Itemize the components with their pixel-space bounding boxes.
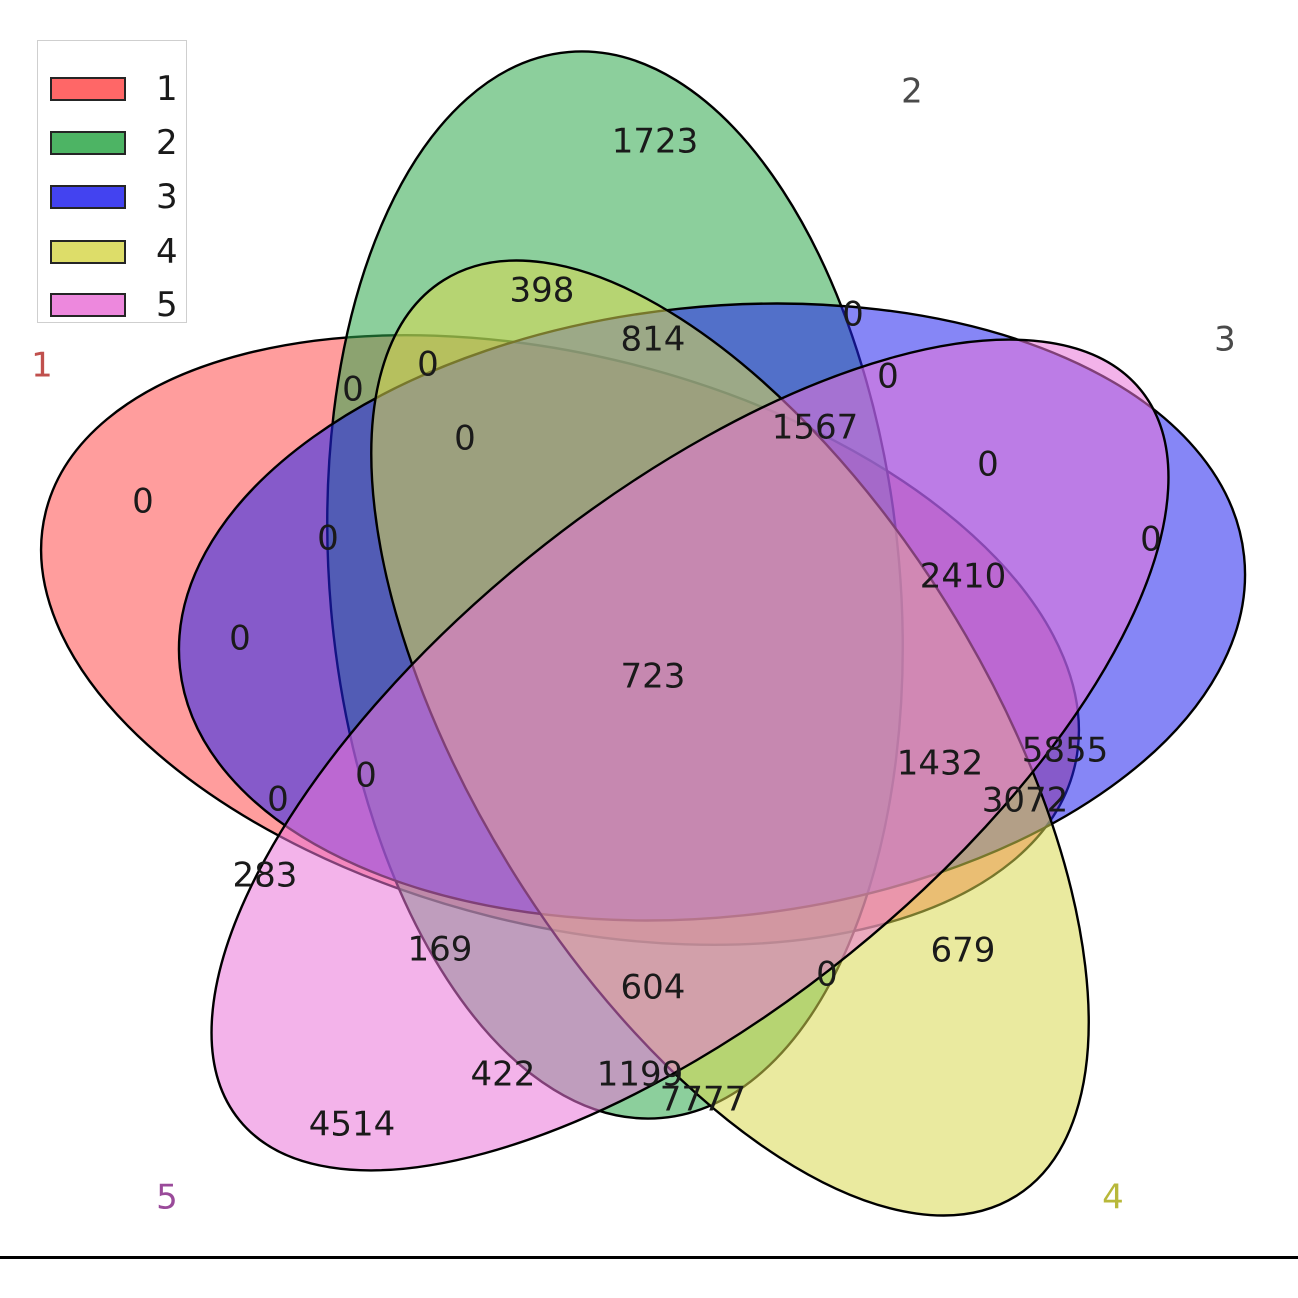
- region-count: 422: [471, 1055, 536, 1095]
- legend-label: 2: [156, 123, 178, 163]
- region-count: 1432: [897, 744, 984, 784]
- legend-swatch: [50, 131, 126, 155]
- region-count: 0: [1140, 520, 1162, 560]
- legend-swatch: [50, 77, 126, 101]
- region-count: 3072: [982, 781, 1069, 821]
- legend-item: 1: [50, 69, 178, 109]
- region-count: 0: [132, 482, 154, 522]
- region-count: 679: [931, 931, 996, 971]
- legend-item: 3: [50, 177, 178, 217]
- set-ellipses: [39, 50, 1247, 1217]
- legend-item: 2: [50, 123, 178, 163]
- legend-label: 3: [156, 177, 178, 217]
- region-count: 0: [816, 955, 838, 995]
- legend-item: 4: [50, 232, 178, 272]
- region-count: 0: [355, 756, 377, 796]
- region-count: 0: [877, 357, 899, 397]
- legend-swatch: [50, 293, 126, 317]
- set-5-ellipse: [210, 338, 1170, 1172]
- legend-label: 5: [156, 285, 178, 325]
- region-count: 1199: [597, 1055, 684, 1095]
- region-counts: 1723 398 814 0 0 0 0 0 1567 0 0 0 2410 0…: [132, 122, 1162, 1145]
- region-count: 0: [417, 345, 439, 385]
- region-count: 723: [621, 657, 686, 697]
- set-labels: 1 2 3 4 5: [31, 72, 1236, 1218]
- region-count: 0: [454, 419, 476, 459]
- legend-label: 4: [156, 232, 178, 272]
- region-count: 0: [342, 370, 364, 410]
- region-count: 0: [229, 619, 251, 659]
- region-count: 0: [977, 445, 999, 485]
- legend-swatch: [50, 240, 126, 264]
- region-count: 1723: [612, 122, 699, 162]
- region-count: 283: [233, 856, 298, 896]
- legend-label: 1: [156, 69, 178, 109]
- set-label-5: 5: [156, 1178, 178, 1218]
- region-count: 2410: [920, 557, 1007, 597]
- set-label-4: 4: [1102, 1178, 1124, 1218]
- region-count: 814: [621, 320, 686, 360]
- region-count: 0: [317, 519, 339, 559]
- region-count: 4514: [309, 1105, 396, 1145]
- legend-item: 5: [50, 285, 178, 325]
- set-label-1: 1: [31, 346, 53, 386]
- region-count: 0: [842, 295, 864, 335]
- region-count: 398: [510, 271, 575, 311]
- set-label-2: 2: [901, 72, 923, 112]
- legend-swatch: [50, 185, 126, 209]
- region-count: 169: [408, 930, 473, 970]
- bottom-rule: [0, 1256, 1298, 1259]
- region-count: 0: [267, 780, 289, 820]
- legend: 1 2 3 4 5: [37, 40, 187, 325]
- set-label-3: 3: [1214, 320, 1236, 360]
- region-count: 5855: [1022, 731, 1109, 771]
- region-count: 7777: [660, 1080, 747, 1120]
- region-count: 1567: [772, 408, 859, 448]
- region-count: 604: [621, 968, 686, 1008]
